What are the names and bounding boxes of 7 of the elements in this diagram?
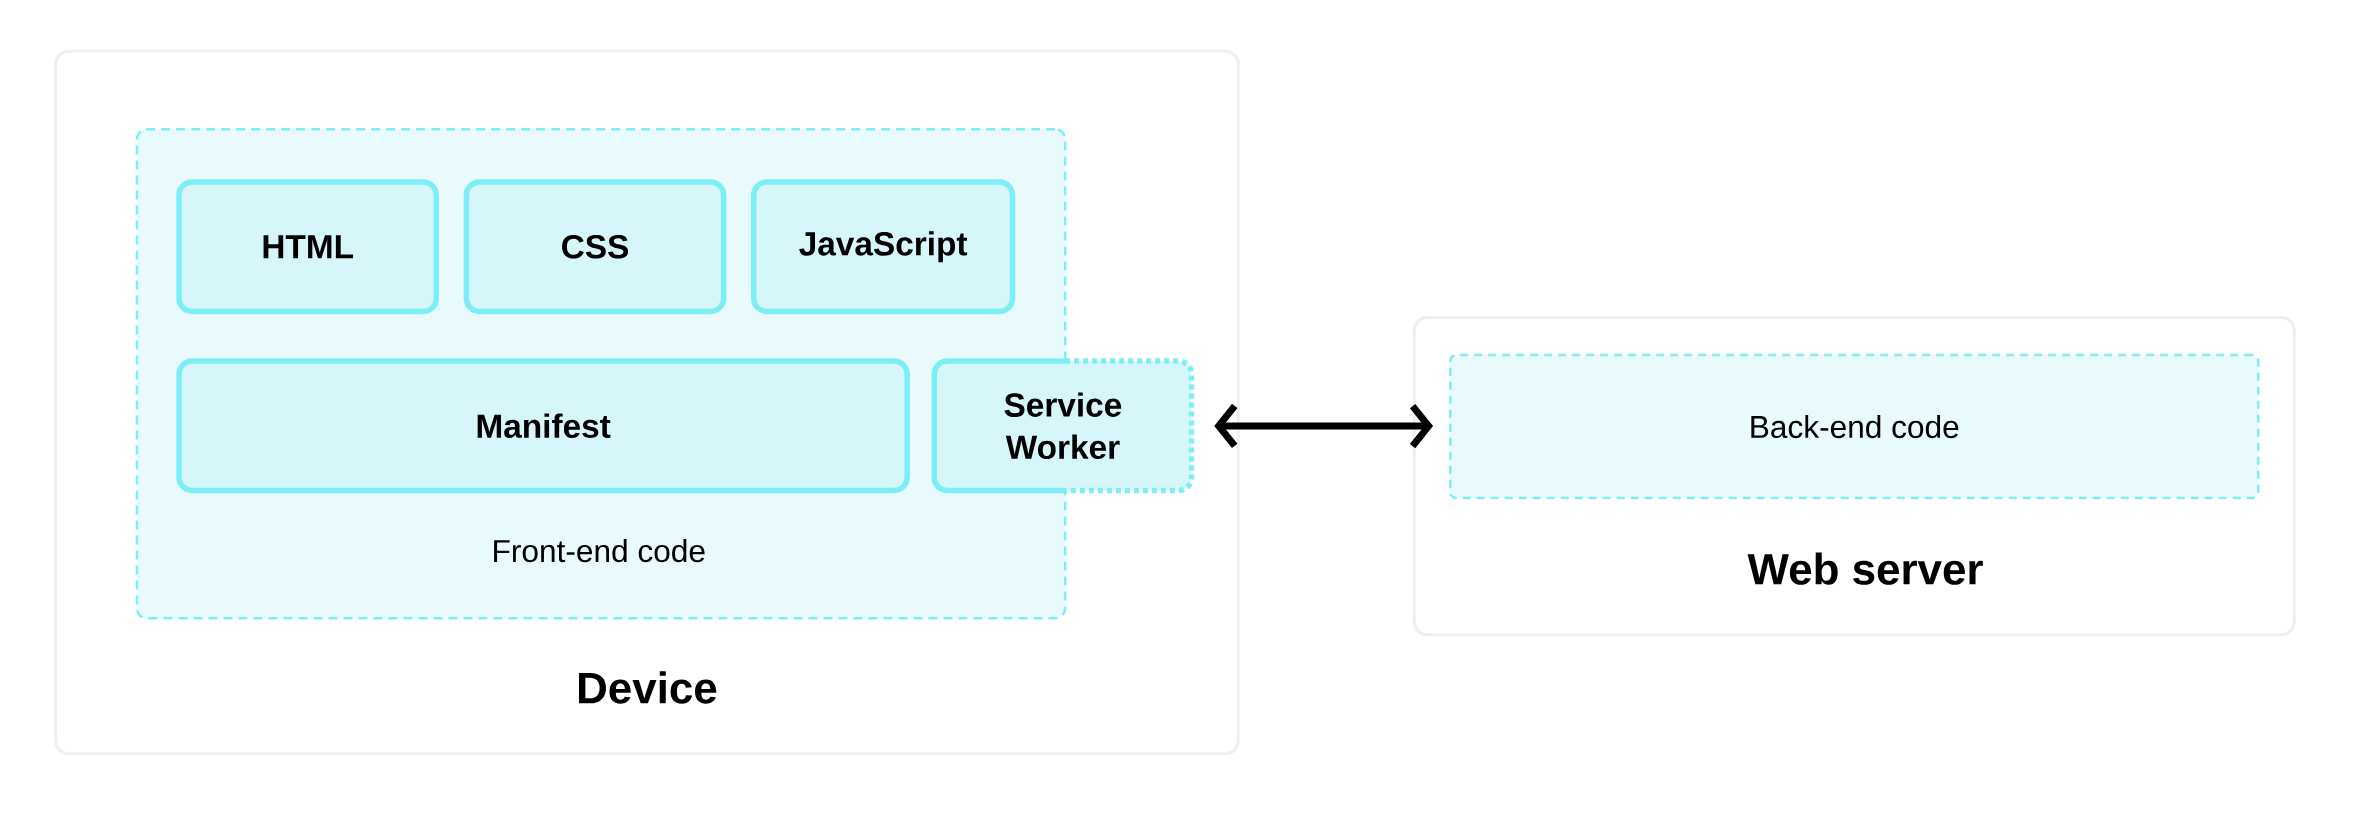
component-box: HTML <box>176 179 440 315</box>
component-box: Service Worker <box>931 358 1195 494</box>
arrow <box>1214 403 1434 449</box>
component-box: JavaScript <box>751 179 1016 315</box>
component-box: Manifest <box>176 358 910 494</box>
component-box: CSS <box>463 179 727 315</box>
dashed-region: Back-end code <box>1449 353 2260 500</box>
